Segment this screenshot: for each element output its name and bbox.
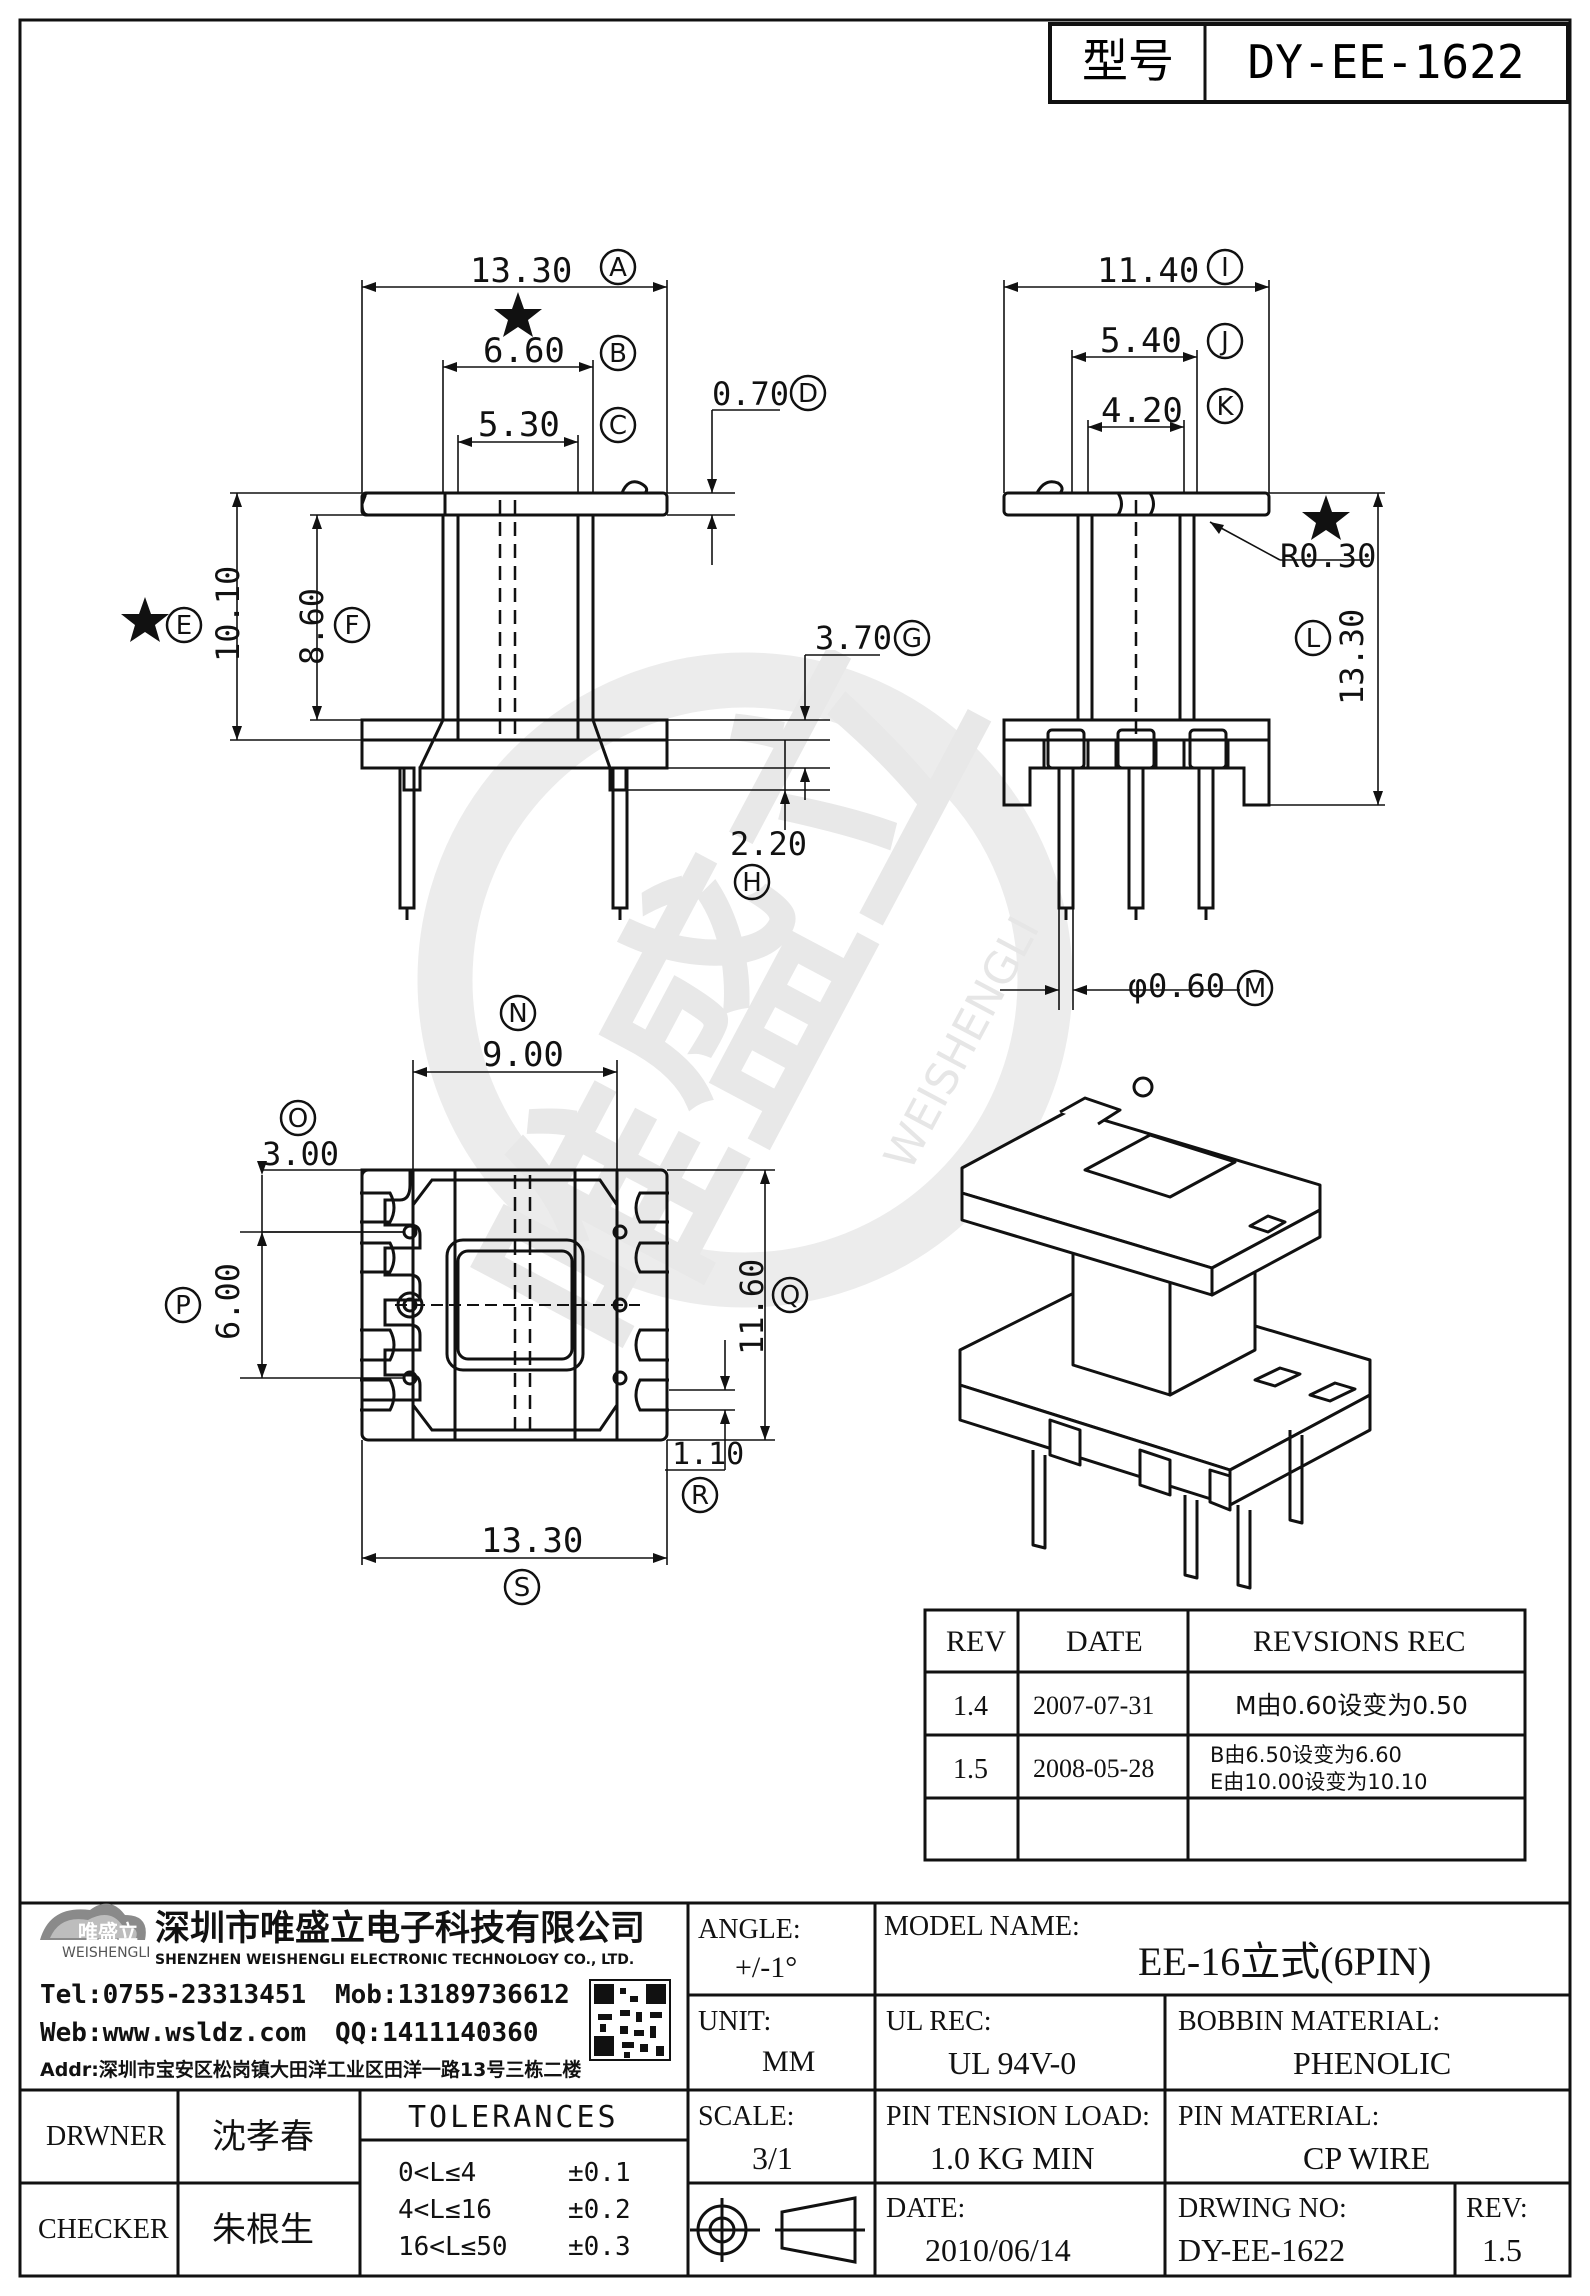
rev-header-rec: REVSIONS REC <box>1253 1625 1466 1658</box>
angle-label: ANGLE: <box>698 1914 801 1945</box>
tolerance-range-3: 16<L≤50 <box>398 2232 508 2262</box>
pin-material-value: CP WIRE <box>1303 2140 1431 2176</box>
tolerance-value-1: ±0.1 <box>568 2158 631 2188</box>
rev-header-rev: REV <box>946 1625 1006 1658</box>
company-address: Addr:深圳市宝安区松岗镇大田洋工业区田洋一路13号三栋二楼 <box>40 2059 582 2081</box>
dim-f-value: 8.60 <box>293 587 331 665</box>
logo-text: 唯盛立 <box>78 1920 138 1944</box>
side-view <box>1002 480 1271 920</box>
dim-l-value: 13.30 <box>1333 608 1371 705</box>
dim-k-value: 4.20 <box>1101 391 1183 431</box>
scale-value: 3/1 <box>752 2140 793 2176</box>
date-value: 2010/06/14 <box>925 2232 1071 2268</box>
rev-row-1-rev: 1.4 <box>953 1691 988 1722</box>
dim-o-value: 3.00 <box>262 1135 340 1173</box>
revision-table <box>923 1608 1527 1862</box>
dim-n-value: 9.00 <box>482 1035 564 1075</box>
dim-p-value: 6.00 <box>209 1262 247 1340</box>
date-label: DATE: <box>886 2193 966 2224</box>
dim-e-value: 10.10 <box>209 565 247 662</box>
projection-symbol-icon <box>690 2196 865 2264</box>
title-block-grid <box>20 1901 1570 2276</box>
dim-a-value: 13.30 <box>470 251 573 291</box>
front-dims <box>230 280 880 830</box>
model-label: 型号 <box>1082 34 1174 88</box>
rev-row-2-rec-1: B由6.50设变为6.60 <box>1210 1743 1402 1767</box>
front-view <box>360 480 669 920</box>
rev-row-1-rec: M由0.60设变为0.50 <box>1235 1691 1468 1720</box>
tolerance-value-2: ±0.2 <box>568 2195 631 2225</box>
header-model-box: 型号 DY-EE-1622 <box>1048 22 1570 104</box>
drawner-value: 沈孝春 <box>212 2117 314 2157</box>
dim-m-symbol: φ <box>1128 967 1148 1005</box>
company-tel: Tel:0755-23313451 <box>40 1980 307 2010</box>
dim-s-value: 13.30 <box>481 1521 584 1561</box>
ul-rec-value: UL 94V-0 <box>948 2045 1077 2081</box>
isometric-view <box>958 1076 1372 1590</box>
bobbin-material-label: BOBBIN MATERIAL: <box>1178 2006 1441 2037</box>
weishengli-logo-icon <box>40 1903 146 1940</box>
company-qq: QQ:1411140360 <box>335 2018 539 2048</box>
company-mob: Mob:13189736612 <box>335 1980 570 2010</box>
tolerance-range-2: 4<L≤16 <box>398 2195 492 2225</box>
dim-g-value: 3.70 <box>815 619 893 657</box>
rev-row-2-rec-2: E由10.00设变为10.10 <box>1210 1770 1428 1794</box>
bobbin-material-value: PHENOLIC <box>1293 2045 1452 2081</box>
dim-h-value: 2.20 <box>730 825 808 863</box>
rev-label: REV: <box>1466 2193 1528 2224</box>
checker-value: 朱根生 <box>212 2210 314 2250</box>
checker-label: CHECKER <box>38 2214 169 2245</box>
drwing-no-value: DY-EE-1622 <box>1178 2232 1346 2268</box>
rev-row-2-rev: 1.5 <box>953 1754 988 1785</box>
tolerance-range-1: 0<L≤4 <box>398 2158 477 2188</box>
rev-row-2-date: 2008-05-28 <box>1033 1754 1155 1783</box>
scale-label: SCALE: <box>698 2101 795 2132</box>
drwing-no-label: DRWING NO: <box>1178 2193 1347 2224</box>
tolerance-value-3: ±0.3 <box>568 2232 631 2262</box>
qr-code-icon <box>589 1979 671 2061</box>
model-value: DY-EE-1622 <box>1248 35 1525 89</box>
logo-subtext: WEISHENGLI <box>62 1945 151 1961</box>
company-name-cn: 深圳市唯盛立电子科技有限公司 <box>155 1909 646 1949</box>
outer-frame <box>18 18 1572 2278</box>
dim-c-value: 5.30 <box>478 405 560 445</box>
bottom-view <box>360 1168 669 1442</box>
dim-d-value: 0.70 <box>712 375 790 413</box>
dim-b-value: 6.60 <box>483 331 565 371</box>
dim-i-value: 11.40 <box>1097 251 1200 291</box>
model-name-value: EE-16立式(6PIN) <box>1138 1939 1432 1984</box>
tolerances-label: TOLERANCES <box>408 2100 619 2135</box>
rev-header-date: DATE <box>1066 1625 1143 1658</box>
angle-value: +/-1° <box>735 1951 798 1984</box>
unit-value: MM <box>762 2045 816 2078</box>
dim-m-value: 0.60 <box>1148 967 1226 1005</box>
arrowheads <box>232 282 1383 1563</box>
drawner-label: DRWNER <box>46 2121 166 2152</box>
unit-label: UNIT: <box>698 2006 772 2037</box>
model-name-label: MODEL NAME: <box>884 1911 1080 1942</box>
bottom-dims <box>240 1060 775 1565</box>
pin-tension-value: 1.0 KG MIN <box>930 2140 1095 2176</box>
dim-j-value: 5.40 <box>1100 321 1182 361</box>
pin-tension-label: PIN TENSION LOAD: <box>886 2101 1150 2132</box>
rev-row-1-date: 2007-07-31 <box>1033 1691 1155 1720</box>
rev-value: 1.5 <box>1482 2232 1522 2268</box>
pin-material-label: PIN MATERIAL: <box>1178 2101 1380 2132</box>
ul-rec-label: UL REC: <box>886 2006 992 2037</box>
company-name-en: SHENZHEN WEISHENGLI ELECTRONIC TECHNOLOG… <box>155 1952 635 1968</box>
company-web: Web:www.wsldz.com <box>40 2018 307 2048</box>
dim-r-value: 1.10 <box>672 1437 745 1472</box>
dim-radius-value: R0.30 <box>1280 537 1377 575</box>
dim-q-value: 11.60 <box>733 1258 771 1355</box>
